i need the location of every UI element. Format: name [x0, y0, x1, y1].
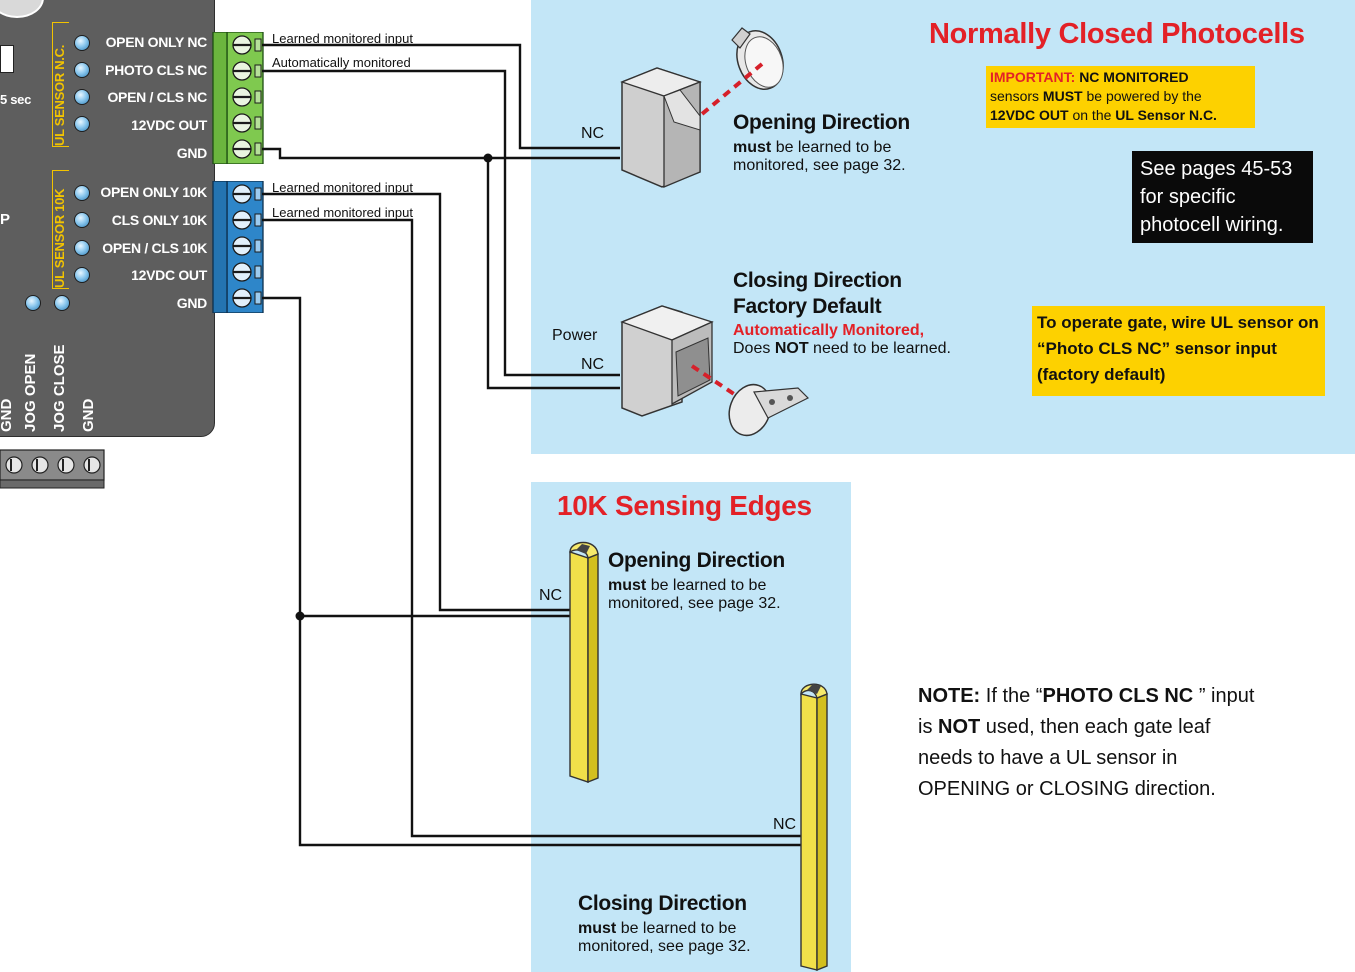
note-line3: needs to have a UL sensor in — [918, 747, 1178, 769]
wire-common-power — [486, 158, 620, 390]
edge-closing-nc: NC — [773, 816, 797, 833]
see-pages-box: See pages 45-53 for specific photocell w… — [1132, 151, 1313, 243]
important-l3c: UL Sensor N.C. — [1115, 107, 1217, 123]
note-line4: OPENING or CLOSING direction. — [918, 778, 1216, 800]
photo-closing-power: Power — [552, 327, 598, 344]
wire-label-nc-2: Automatically monitored — [272, 55, 411, 70]
input-open-only-10k: OPEN ONLY 10K — [100, 184, 207, 200]
junction-nc-common — [483, 153, 493, 163]
edge-closing-must: must — [578, 920, 617, 937]
photo-opening-line2: monitored, see page 32. — [733, 157, 906, 174]
wire-label-10k-1: Learned monitored input — [272, 180, 413, 195]
note-t2: ” input — [1198, 685, 1255, 707]
wire-gnd-nc — [262, 147, 620, 160]
ul-10k-group-bracket — [52, 170, 69, 289]
led-cls-only-10k — [74, 212, 90, 228]
photo-opening-rest: be learned to be — [775, 139, 892, 156]
important-l2c: be powered by the — [1086, 88, 1202, 104]
edge-closing-line2: monitored, see page 32. — [578, 938, 751, 955]
input-photo-cls-nc: PHOTO CLS NC — [105, 62, 207, 78]
note-bold2: NOT — [938, 716, 981, 738]
input-open-cls-nc: OPEN / CLS NC — [107, 89, 207, 105]
factory-default-note: To operate gate, wire UL sensor on “Phot… — [1037, 313, 1319, 384]
important-label: IMPORTANT: — [990, 69, 1076, 85]
edge-closing-title: Closing Direction — [578, 892, 747, 915]
led-open-cls-10k — [74, 240, 90, 256]
board-white-field — [0, 45, 14, 73]
input-12vdc-out-nc: 12VDC OUT — [131, 117, 207, 133]
photo-opening-nc: NC — [581, 125, 605, 142]
edge-opening-line1: must be learned to be — [608, 577, 766, 595]
input-gnd-10k: GND — [176, 295, 208, 311]
edge-opening-must: must — [608, 577, 647, 594]
opening-sensing-edge — [569, 541, 599, 784]
input-open-cls-10k: OPEN / CLS 10K — [102, 240, 207, 256]
led-jog-close — [54, 295, 70, 311]
photo-closing-nc: NC — [581, 356, 605, 373]
photo-closing-auto: Automatically Monitored, — [733, 322, 925, 339]
closing-sensing-edge — [800, 683, 828, 972]
important-l3a: 12VDC OUT — [990, 107, 1069, 123]
wire-photo-cls-nc — [262, 69, 620, 377]
opening-photocell-device — [620, 27, 784, 188]
led-open-cls-nc — [74, 89, 90, 105]
nc-terminal-block — [212, 32, 264, 164]
control-board — [0, 0, 215, 437]
bottom-terminal-block — [0, 449, 105, 489]
led-open-only-nc — [74, 35, 90, 51]
note-block: NOTE: If the “PHOTO CLS NC ” input is NO… — [918, 681, 1254, 805]
led-jog-open — [25, 295, 41, 311]
note-label: NOTE: — [918, 685, 981, 707]
photo-closing-title-1: Closing Direction — [733, 269, 902, 292]
factory-default-box — [1032, 306, 1325, 396]
photo-closing-does-word: Does — [733, 340, 771, 357]
wire-label-nc-1: Learned monitored input — [272, 31, 413, 46]
photo-closing-rest: need to be learned. — [813, 340, 951, 357]
important-l2a: sensors — [990, 88, 1040, 104]
wire-cls-only-10k — [262, 218, 805, 838]
important-box — [986, 66, 1255, 128]
ul-nc-group-bracket — [52, 22, 69, 147]
led-photo-cls-nc — [74, 62, 90, 78]
edge-opening-rest: be learned to be — [650, 577, 767, 594]
junction-edge-common — [295, 611, 305, 621]
note-bold1: PHOTO CLS NC — [1042, 685, 1194, 707]
closing-photocell-device — [620, 305, 810, 437]
led-12vdc-out-10k — [74, 267, 90, 283]
wire-label-10k-2: Learned monitored input — [272, 205, 413, 220]
edge-closing-line1: must be learned to be — [578, 920, 736, 938]
led-open-only-10k — [74, 185, 90, 201]
photo-closing-title-2: Factory Default — [733, 295, 882, 318]
note-t1: If the “ — [985, 685, 1043, 707]
note-t4: used, then each gate leaf — [985, 716, 1211, 738]
important-head: NC MONITORED — [1079, 69, 1189, 85]
led-12vdc-out-nc — [74, 116, 90, 132]
edge-opening-title: Opening Direction — [608, 549, 785, 572]
edges-title: 10K Sensing Edges — [557, 490, 812, 521]
photocells-title: Normally Closed Photocells — [929, 18, 1305, 50]
photo-opening-line1: must be learned to be — [733, 139, 891, 157]
10k-terminal-block — [212, 181, 264, 313]
edge-closing-rest: be learned to be — [620, 920, 737, 937]
important-l3b: on the — [1072, 107, 1112, 123]
input-12vdc-out-10k: 12VDC OUT — [131, 267, 207, 283]
photo-opening-title: Opening Direction — [733, 111, 910, 134]
wire-open-only-nc — [262, 43, 620, 150]
side-text-5sec: 5 sec — [0, 92, 32, 107]
input-gnd-nc: GND — [176, 145, 208, 161]
photo-opening-must: must — [733, 139, 772, 156]
edge-opening-nc: NC — [539, 587, 563, 604]
side-text-p: P — [0, 211, 10, 228]
edge-opening-line2: monitored, see page 32. — [608, 595, 781, 612]
photo-closing-not: NOT — [774, 340, 809, 357]
important-l2b: MUST — [1042, 88, 1083, 104]
wire-open-only-10k — [262, 192, 570, 612]
note-t3: is — [918, 716, 933, 738]
photo-closing-does: Does NOT need to be learned. — [733, 340, 951, 358]
input-open-only-nc: OPEN ONLY NC — [105, 34, 208, 50]
important-text: IMPORTANT: NC MONITORED sensors MUST be … — [990, 68, 1217, 125]
wire-gnd-10k — [262, 296, 805, 847]
input-cls-only-10k: CLS ONLY 10K — [111, 212, 208, 228]
